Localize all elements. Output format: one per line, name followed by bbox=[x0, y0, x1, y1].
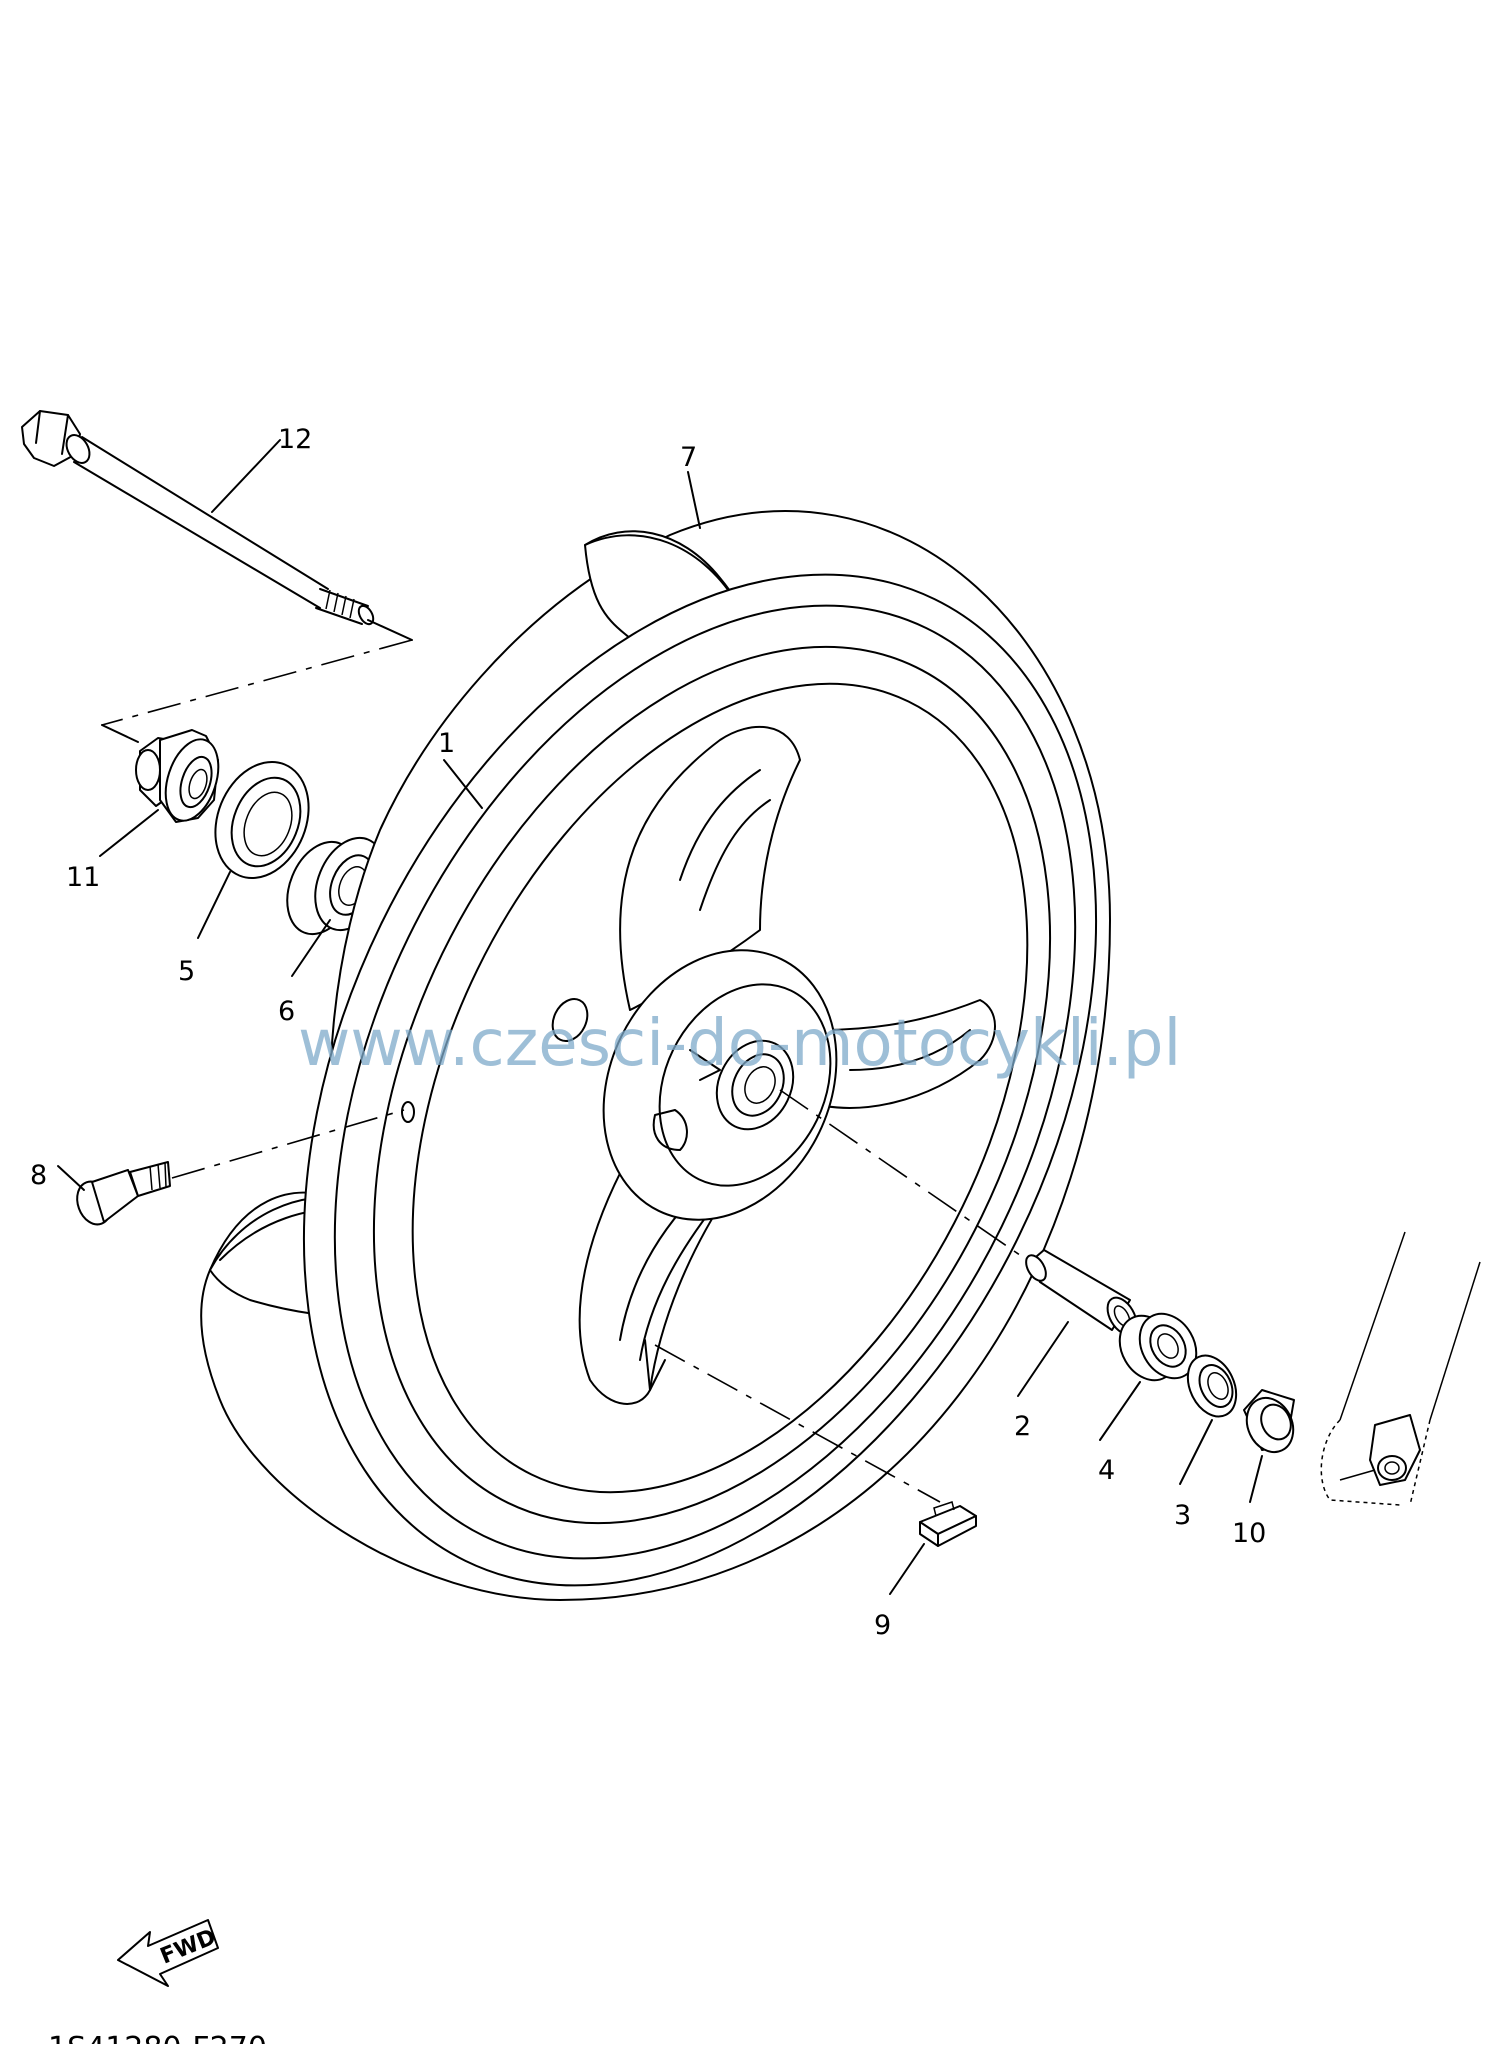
callout-4: 4 bbox=[1098, 1455, 1115, 1486]
front-fork-leg bbox=[1320, 1231, 1481, 1506]
callout-7: 7 bbox=[680, 442, 697, 473]
document-number: 1S41280-F270 bbox=[48, 2031, 267, 2044]
fwd-arrow-icon: FWD bbox=[117, 1919, 220, 1987]
callout-11: 11 bbox=[66, 862, 100, 893]
wheel-assembly bbox=[200, 510, 1111, 1601]
part-2-spacer bbox=[1025, 1249, 1138, 1336]
part-11-collar bbox=[135, 729, 220, 823]
callout-2: 2 bbox=[1014, 1411, 1031, 1442]
part-4-bearing bbox=[1118, 1312, 1198, 1382]
callout-10: 10 bbox=[1232, 1518, 1266, 1549]
callout-12: 12 bbox=[278, 424, 312, 455]
callout-9: 9 bbox=[874, 1610, 891, 1641]
callout-1: 1 bbox=[438, 728, 455, 759]
callout-5: 5 bbox=[178, 956, 195, 987]
callout-6: 6 bbox=[278, 996, 295, 1027]
part-12-axle-bolt bbox=[21, 410, 375, 626]
callout-8: 8 bbox=[30, 1160, 47, 1191]
part-9-balance-weight bbox=[919, 1501, 977, 1547]
part-10-collar bbox=[1243, 1389, 1295, 1454]
leader-lines bbox=[57, 439, 1263, 1595]
part-3-oil-seal bbox=[1186, 1354, 1238, 1418]
part-8-valve bbox=[76, 1161, 171, 1226]
part-5-oil-seal bbox=[214, 760, 310, 880]
watermark-text: www.czesci-do-motocykli.pl bbox=[298, 1007, 1181, 1081]
callout-3: 3 bbox=[1174, 1500, 1191, 1531]
